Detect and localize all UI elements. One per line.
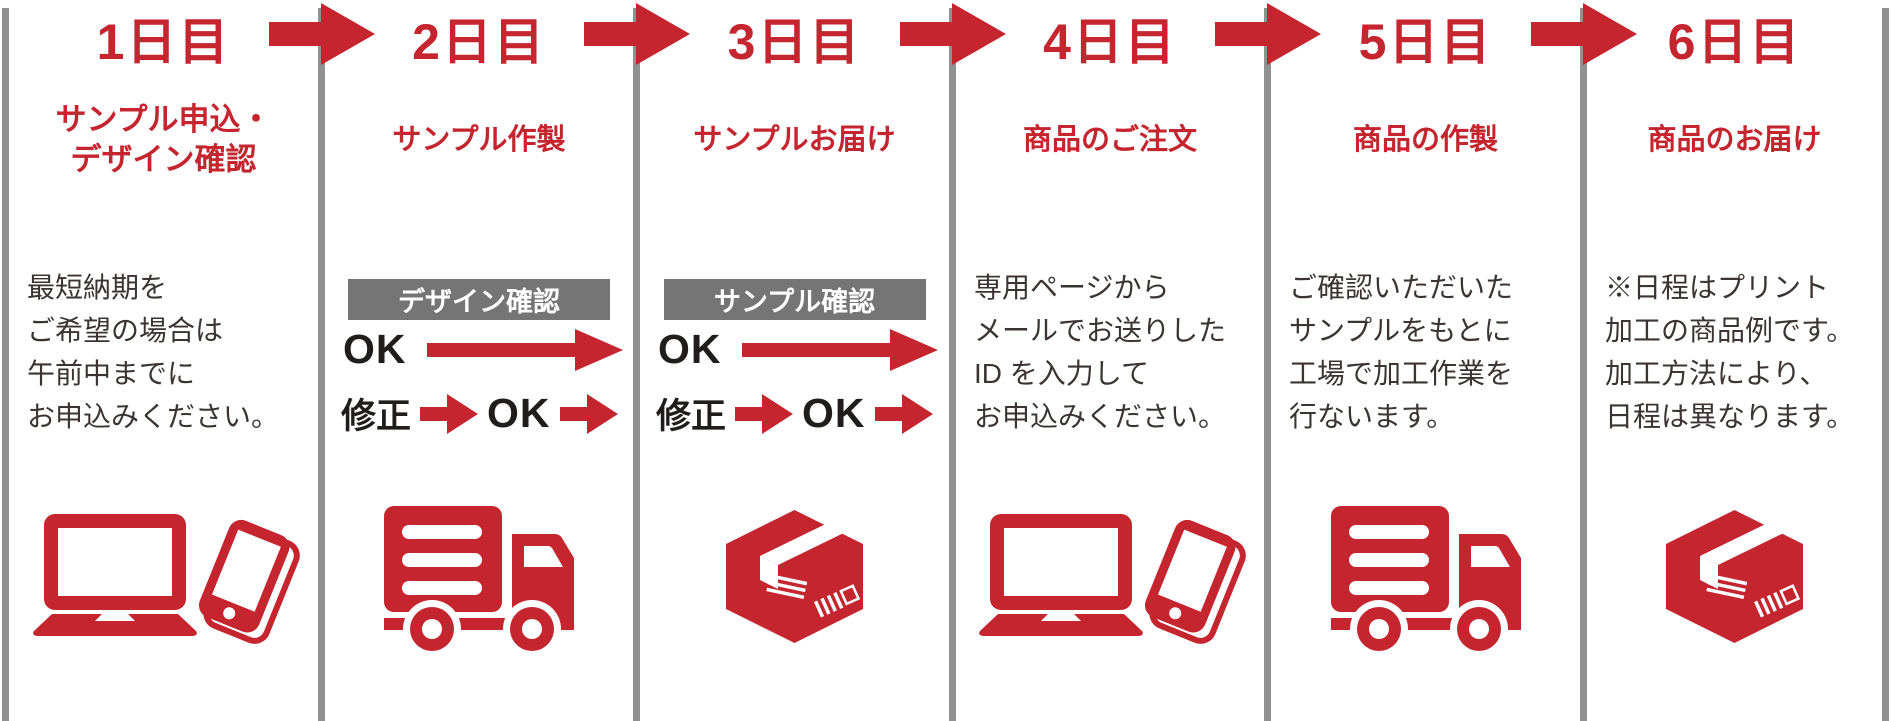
step-title-line: サンプル作製 xyxy=(392,124,566,156)
step-title-line: サンプル申込・ xyxy=(55,102,272,137)
step-title-line: サンプルお届け xyxy=(693,124,896,156)
step-description: 専用ページから メールでお送りした ID を入力して お申込みください。 xyxy=(974,266,1262,438)
flow-ok-row: OK xyxy=(343,326,623,373)
description-line: ご確認いただいた xyxy=(1289,272,1514,303)
flow-arrow-icon xyxy=(426,328,623,371)
day-label: 5日目 xyxy=(1358,14,1493,70)
check-badge: サンプル確認 xyxy=(663,279,926,320)
day-arrow-icon xyxy=(1215,3,1321,65)
day-column-5: 5日目 商品の作製 ご確認いただいた サンプルをもとに 工場で加工作業を 行ない… xyxy=(1271,0,1580,721)
day-label: 3日目 xyxy=(727,14,862,70)
divider-bar xyxy=(1882,8,1889,721)
divider-bar xyxy=(318,8,325,721)
ok-label: OK xyxy=(343,326,407,372)
laptop-phone-icon xyxy=(32,513,300,644)
step-title: サンプル申込・ デザイン確認 xyxy=(9,96,318,184)
description-line: 専用ページから xyxy=(974,272,1170,303)
flow-arrow-icon xyxy=(735,393,794,434)
flow-ok-row: OK xyxy=(658,326,938,373)
step-description: ※日程はプリント 加工の商品例です。 加工方法により、 日程は異なります。 xyxy=(1605,266,1880,438)
laptop-phone-icon xyxy=(979,513,1246,644)
ok-label: OK xyxy=(658,326,722,372)
step-title-line: 商品のご注文 xyxy=(1022,124,1197,156)
flow-arrow-icon xyxy=(559,393,618,434)
ok-label: OK xyxy=(487,390,551,436)
step-title: サンプルお届け xyxy=(640,96,949,184)
description-line: ご希望の場合は xyxy=(27,315,224,346)
divider-bar xyxy=(1264,8,1271,721)
description-line: 加工の商品例です。 xyxy=(1605,315,1855,346)
description-line: 行ないます。 xyxy=(1289,401,1455,432)
step-title-line: 商品のお届け xyxy=(1647,124,1822,156)
flow-fix-row: 修正 OK xyxy=(341,388,618,439)
description-line: サンプルをもとに xyxy=(1289,315,1512,346)
description-line: 最短納期を xyxy=(27,272,168,303)
description-line: 加工方法により、 xyxy=(1605,358,1828,389)
flow-fix-row: 修正 OK xyxy=(656,388,933,439)
step-icon-area xyxy=(1271,500,1580,655)
divider-bar xyxy=(633,8,640,721)
step-title: 商品のお届け xyxy=(1587,96,1882,184)
day-label: 1日目 xyxy=(96,14,231,70)
day-arrow-icon xyxy=(584,3,690,65)
check-badge: デザイン確認 xyxy=(348,279,610,320)
day-column-2: 2日目 サンプル作製 デザイン確認 OK 修正 OK xyxy=(325,0,633,721)
step-title-line: 商品の作製 xyxy=(1352,124,1498,156)
step-description: ご確認いただいた サンプルをもとに 工場で加工作業を 行ないます。 xyxy=(1289,266,1578,438)
description-line: 工場で加工作業を xyxy=(1289,358,1514,389)
description-line: 午前中までに xyxy=(27,358,196,389)
description-line: メールでお送りした xyxy=(974,315,1227,346)
flow-arrow-icon xyxy=(874,393,933,434)
step-title: サンプル作製 xyxy=(325,96,633,184)
step-icon-area xyxy=(9,500,318,655)
fix-label: 修正 xyxy=(656,397,727,436)
delivery-truck-icon xyxy=(384,505,574,652)
divider-bar xyxy=(1580,8,1587,721)
day-arrow-icon xyxy=(1531,3,1637,65)
day-column-3: 3日目 サンプルお届け サンプル確認 OK 修正 OK xyxy=(640,0,949,721)
step-icon-area xyxy=(956,500,1264,655)
day-arrow-icon xyxy=(269,3,375,65)
day-arrow-icon xyxy=(900,3,1006,65)
step-title-line: デザイン確認 xyxy=(70,142,257,177)
description-line: ID を入力して xyxy=(974,358,1149,389)
delivery-truck-icon xyxy=(1330,505,1521,652)
package-box-icon xyxy=(726,510,863,643)
flow-arrow-icon xyxy=(741,328,938,371)
step-description: 最短納期を ご希望の場合は 午前中までに お申込みください。 xyxy=(27,266,316,438)
day-column-4: 4日目 商品のご注文 専用ページから メールでお送りした ID を入力して お申… xyxy=(956,0,1264,721)
step-title: 商品の作製 xyxy=(1271,96,1580,184)
package-box-icon xyxy=(1666,510,1803,643)
day-column-6: 6日目 商品のお届け ※日程はプリント 加工の商品例です。 加工方法により、 日… xyxy=(1587,0,1882,721)
description-line: ※日程はプリント xyxy=(1605,272,1830,303)
day-label: 6日目 xyxy=(1667,14,1802,70)
step-title: 商品のご注文 xyxy=(956,96,1264,184)
step-icon-area xyxy=(1587,500,1882,655)
ok-label: OK xyxy=(802,390,866,436)
description-line: お申込みください。 xyxy=(974,401,1227,432)
flow-arrow-icon xyxy=(420,393,479,434)
description-line: お申込みください。 xyxy=(27,401,280,432)
description-line: 日程は異なります。 xyxy=(1605,401,1855,432)
day-label: 2日目 xyxy=(412,14,546,70)
fix-label: 修正 xyxy=(341,397,412,436)
divider-bar xyxy=(949,8,956,721)
divider-bar xyxy=(2,8,9,721)
day-label: 4日目 xyxy=(1043,14,1177,70)
step-icon-area xyxy=(325,500,633,655)
step-icon-area xyxy=(640,500,949,655)
day-column-1: 1日目 サンプル申込・ デザイン確認 最短納期を ご希望の場合は 午前中までに … xyxy=(9,0,318,721)
